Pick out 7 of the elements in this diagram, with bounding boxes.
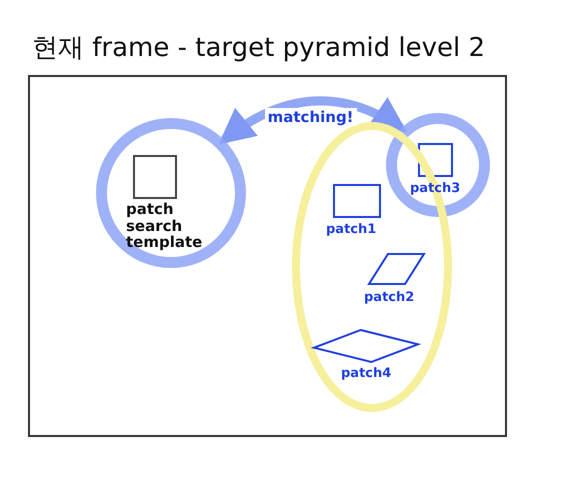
title: 현재 frame - target pyramid level 2 [32, 32, 486, 65]
patch-label: patch search template [126, 201, 204, 250]
patch-label: patch3 [410, 181, 460, 196]
patch-label: patch4 [341, 366, 392, 381]
patch-label: patch2 [364, 290, 414, 305]
patch-label: patch1 [326, 222, 376, 237]
edge-label: matching! [264, 108, 357, 126]
